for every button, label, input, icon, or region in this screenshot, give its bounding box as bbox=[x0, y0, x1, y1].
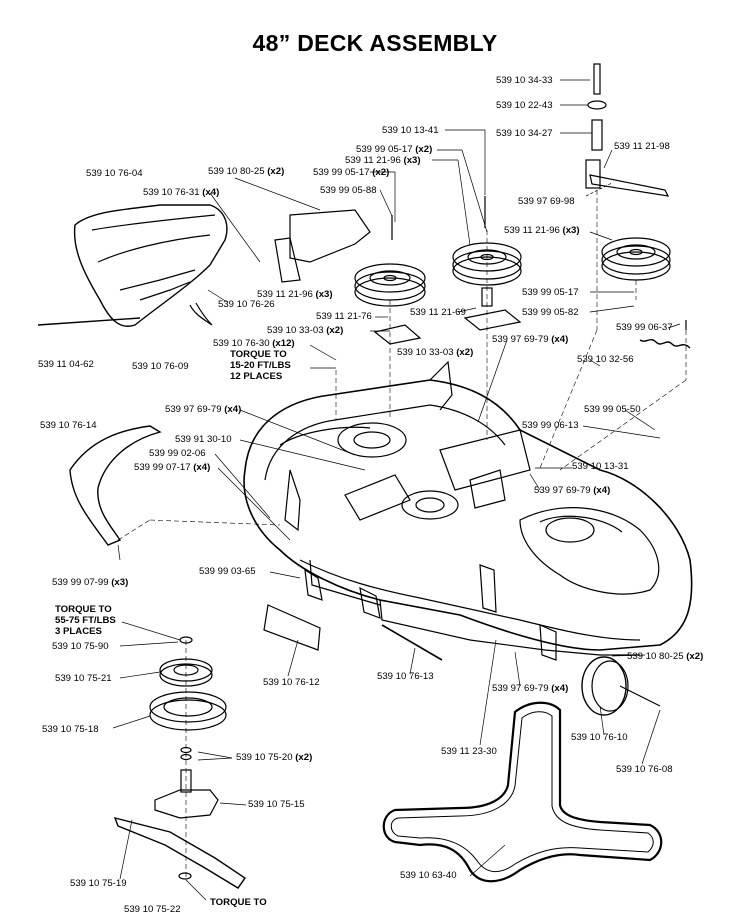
part-label: 539 97 69-79 (x4) bbox=[492, 334, 569, 345]
part-label: 539 10 76-31 (x4) bbox=[143, 187, 220, 198]
part-label: 539 10 76-26 bbox=[218, 299, 275, 310]
part-label: 539 10 76-04 bbox=[86, 168, 143, 179]
part-label: 539 99 05-50 bbox=[584, 404, 641, 415]
mower-deck bbox=[243, 379, 693, 651]
part-label: 539 10 22-43 bbox=[496, 100, 553, 111]
part-label: 539 97 69-98 bbox=[518, 196, 575, 207]
part-label: 539 99 06-37 bbox=[616, 322, 673, 333]
page-title: 48” DECK ASSEMBLY bbox=[252, 30, 498, 56]
part-label: 539 10 75-18 bbox=[42, 724, 99, 735]
part-label: 539 10 33-03 (x2) bbox=[267, 325, 344, 336]
part-label: 539 99 06-13 bbox=[522, 420, 579, 431]
part-label: 539 10 75-15 bbox=[248, 799, 305, 810]
part-label: 539 97 69-79 (x4) bbox=[165, 404, 242, 415]
part-label: 539 11 04-62 bbox=[38, 359, 94, 370]
part-label: 539 99 05-17 bbox=[522, 287, 579, 298]
part-label: 539 99 02-06 bbox=[149, 448, 206, 459]
part-label: 539 10 76-30 (x12) bbox=[213, 338, 295, 349]
part-label: 539 10 76-12 bbox=[263, 677, 320, 688]
part-label: 539 97 69-79 (x4) bbox=[534, 485, 611, 496]
part-label: 539 10 13-41 bbox=[382, 125, 439, 136]
part-label: 539 11 21-96 (x3) bbox=[345, 155, 421, 166]
part-label: 539 99 05-17 (x2) bbox=[313, 167, 390, 178]
part-label: 539 10 76-08 bbox=[616, 764, 673, 775]
part-label: 539 10 75-19 bbox=[70, 878, 127, 889]
part-label: 539 10 80-25 (x2) bbox=[627, 651, 704, 662]
part-label: 539 10 76-14 bbox=[40, 420, 97, 431]
torque-note: TORQUE TO bbox=[210, 897, 267, 908]
drive-belt bbox=[382, 701, 663, 883]
part-label: 539 10 75-21 bbox=[55, 673, 112, 684]
mulch-cover bbox=[73, 204, 228, 327]
pulley-left bbox=[354, 263, 426, 307]
part-label: 539 10 33-03 (x2) bbox=[397, 347, 474, 358]
discharge-chute bbox=[69, 425, 162, 546]
part-label: 539 10 76-13 bbox=[377, 671, 434, 682]
pulley-right bbox=[601, 237, 671, 281]
part-label: 539 10 75-90 bbox=[52, 641, 109, 652]
part-label: 539 11 21-96 (x3) bbox=[504, 225, 580, 236]
part-label: 539 11 21-69 bbox=[410, 307, 466, 318]
part-label: 539 10 34-33 bbox=[496, 75, 553, 86]
part-label: 539 11 21-76 bbox=[316, 311, 372, 322]
part-label: 539 99 05-17 (x2) bbox=[356, 144, 433, 155]
part-label: 539 10 75-20 (x2) bbox=[236, 752, 313, 763]
mower-blade bbox=[113, 816, 246, 889]
part-label: 539 99 07-99 (x3) bbox=[52, 577, 129, 588]
part-label: 539 10 76-10 bbox=[571, 732, 628, 743]
part-label: 539 10 63-40 bbox=[400, 870, 457, 881]
part-label: 539 10 13-31 bbox=[572, 461, 629, 472]
part-label: 539 99 07-17 (x4) bbox=[134, 462, 211, 473]
part-label: 539 11 21-98 bbox=[614, 141, 670, 152]
part-label: 539 10 80-25 (x2) bbox=[208, 166, 285, 177]
part-label: 539 10 32-56 bbox=[577, 354, 634, 365]
part-label: 539 97 69-79 (x4) bbox=[492, 683, 569, 694]
part-label: 539 11 23-30 bbox=[441, 746, 497, 757]
part-label: 539 11 21-96 (x3) bbox=[257, 289, 333, 300]
part-label: 539 99 05-82 bbox=[522, 307, 579, 318]
part-label: 539 91 30-10 bbox=[175, 434, 232, 445]
part-label: 539 99 05-88 bbox=[320, 185, 377, 196]
part-label: 539 10 34-27 bbox=[496, 128, 553, 139]
gauge-wheel bbox=[581, 656, 627, 716]
part-label: 539 10 76-09 bbox=[132, 361, 189, 372]
part-label: 539 99 03-65 bbox=[199, 566, 256, 577]
